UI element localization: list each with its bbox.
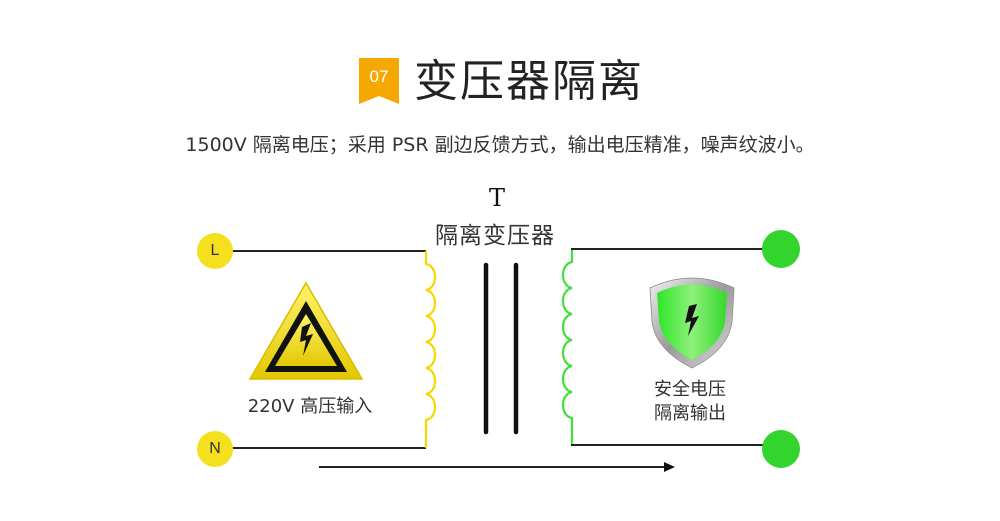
section-number-badge: 07 xyxy=(359,58,399,104)
output-terminal-top xyxy=(762,230,800,268)
terminal-N-label: N xyxy=(209,440,221,457)
transformer-label: 隔离变压器 xyxy=(435,223,555,249)
section-number: 07 xyxy=(369,67,389,86)
badge-ribbon-icon xyxy=(359,58,399,104)
terminal-L-label: L xyxy=(210,242,220,259)
high-voltage-warning-icon xyxy=(248,281,364,380)
transformer-symbol: T xyxy=(489,184,506,212)
output-label: 安全电压 隔离输出 xyxy=(640,378,740,426)
output-label-line2: 隔离输出 xyxy=(654,403,726,424)
page-subtitle: 1500V 隔离电压；采用 PSR 副边反馈方式，输出电压精准，噪声纹波小。 xyxy=(185,134,815,156)
page-title: 变压器隔离 xyxy=(414,56,644,107)
flow-arrow-icon xyxy=(319,462,675,472)
secondary-coil xyxy=(561,249,574,445)
terminal-L xyxy=(197,233,233,269)
safety-shield-icon xyxy=(649,277,735,369)
primary-coil xyxy=(424,251,437,448)
output-label-line1: 安全电压 xyxy=(654,379,726,400)
input-wiring xyxy=(232,250,426,449)
output-terminal-bottom xyxy=(762,430,800,468)
output-wiring xyxy=(571,248,770,446)
terminal-N xyxy=(197,431,233,467)
input-label: 220V 高压输入 xyxy=(247,396,373,417)
